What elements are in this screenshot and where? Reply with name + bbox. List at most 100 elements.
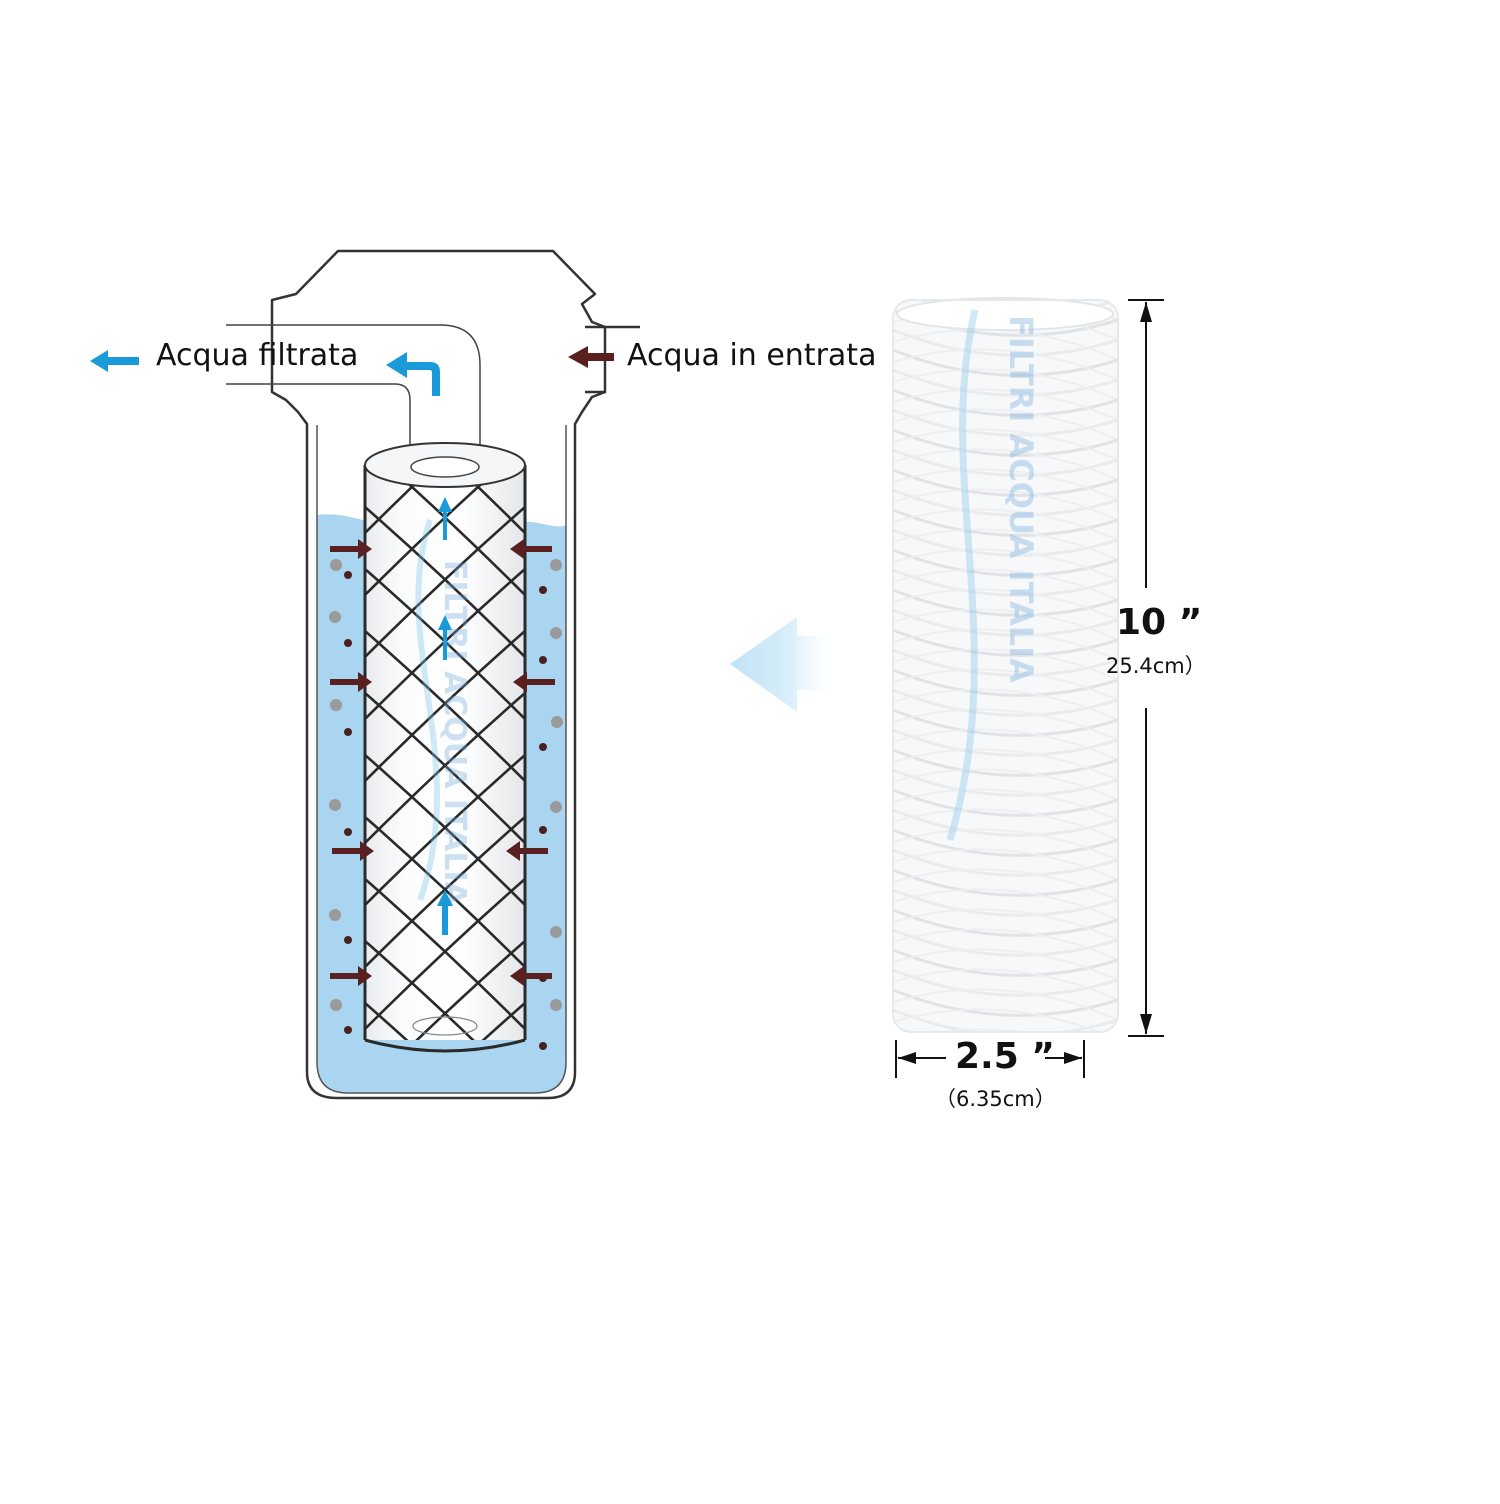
winding-strand	[893, 688, 1118, 721]
winding-strand	[893, 908, 1118, 941]
winding-strand	[893, 368, 1118, 397]
height-dimension	[1128, 299, 1164, 1037]
winding-strand	[893, 408, 1118, 441]
winding-strand	[893, 808, 1118, 841]
winding-strand	[893, 388, 1118, 421]
winding-strand	[893, 948, 1118, 981]
arrow-up-icon	[1140, 302, 1152, 322]
width-inch-label: 2.5 ”	[955, 1036, 1055, 1077]
winding-strand	[893, 908, 1118, 937]
winding-strand	[893, 688, 1118, 717]
winding-strand	[893, 328, 1118, 357]
winding-strand	[893, 848, 1118, 877]
winding-strand	[893, 788, 1118, 821]
watermark-right: FILTRI ACQUA ITALIA	[946, 309, 1040, 842]
winding-strand	[893, 928, 1118, 957]
mesh-strand	[365, 816, 525, 968]
mesh-strand	[365, 73, 525, 223]
watermark-left: FILTRI ACQUA ITALIA	[415, 519, 472, 906]
winding-strand	[893, 748, 1118, 781]
mesh-strand	[365, 259, 525, 409]
winding-strand	[893, 708, 1118, 737]
mesh-strand	[365, 506, 525, 658]
filter-cartridge	[363, 73, 527, 1339]
particles	[329, 559, 563, 1050]
up-arrow-icon	[438, 497, 452, 540]
winding-strand	[893, 368, 1118, 401]
outlet-pipe-outer	[226, 324, 481, 1040]
mesh-strand	[365, 465, 525, 534]
watermark-text-right: FILTRI ACQUA ITALIA	[1002, 315, 1040, 683]
arrow-left-icon	[510, 539, 552, 559]
mesh-strand	[365, 135, 525, 285]
winding-strand	[893, 728, 1118, 757]
housing-outline	[270, 249, 607, 1100]
winding-strand	[893, 448, 1118, 477]
winding-strand	[893, 928, 1118, 961]
winding-strand	[893, 988, 1118, 1021]
mesh-strand	[365, 1002, 525, 1040]
winding-strand	[893, 408, 1118, 437]
winding-strand	[893, 608, 1118, 641]
winding-strand	[893, 588, 1118, 621]
winding-strand	[893, 548, 1118, 581]
mesh-strand	[365, 1127, 525, 1277]
watermark-text-left: FILTRI ACQUA ITALIA	[437, 560, 472, 906]
winding-strand	[893, 768, 1118, 797]
winding-strand	[893, 468, 1118, 501]
cartridge-top-hole	[410, 456, 480, 478]
arrow-left-icon	[510, 966, 552, 986]
product-top	[896, 297, 1114, 331]
up-arrow-icon	[438, 615, 452, 660]
winding-strand	[893, 488, 1118, 521]
up-arrow-icon	[437, 890, 453, 935]
winding-strand	[893, 828, 1118, 861]
winding-strand	[893, 508, 1118, 537]
mesh-strand	[365, 630, 525, 782]
winding-strand	[893, 668, 1118, 701]
winding-strand	[893, 1008, 1118, 1032]
filtered-arrow-icon	[90, 350, 139, 372]
filtered-water-label: Acqua filtrata	[156, 338, 359, 373]
outlet-pipe-inner	[226, 383, 411, 1040]
winding-strand	[893, 708, 1118, 741]
outlet-bend-arrow-icon	[386, 352, 440, 396]
product-cartridge: FILTRI ACQUA ITALIA	[892, 297, 1119, 1033]
mesh-strand	[365, 135, 525, 285]
mesh-strand	[365, 259, 525, 409]
product-windings	[893, 300, 1118, 1032]
arrow-left-icon	[898, 1052, 916, 1064]
winding-strand	[893, 748, 1118, 777]
winding-strand	[893, 508, 1118, 541]
winding-strand	[893, 608, 1118, 637]
winding-strand	[893, 428, 1118, 457]
arrow-right-icon	[332, 841, 374, 861]
winding-strand	[893, 568, 1118, 597]
width-cm-label: （6.35cm）	[935, 1087, 1056, 1111]
mesh-strand	[365, 1189, 525, 1339]
direction-arrow-icon	[730, 617, 840, 712]
winding-strand	[893, 568, 1118, 601]
height-cm-label: 25.4cm）	[1106, 654, 1206, 678]
mesh-strand	[365, 1002, 525, 1040]
arrow-down-icon	[1140, 1014, 1152, 1034]
winding-strand	[893, 788, 1118, 817]
winding-strand	[893, 628, 1118, 657]
mesh-strand	[365, 465, 525, 534]
winding-strand	[893, 828, 1118, 857]
arrow-left-icon	[513, 672, 555, 692]
cartridge-mesh	[365, 73, 525, 1339]
inlet-water-label: Acqua in entrata	[627, 338, 877, 373]
winding-strand	[893, 428, 1118, 461]
winding-strand	[893, 348, 1118, 381]
winding-strand	[893, 728, 1118, 761]
winding-strand	[893, 388, 1118, 417]
winding-strand	[893, 528, 1118, 561]
winding-strand	[893, 348, 1118, 377]
mesh-strand	[365, 878, 525, 1030]
winding-strand	[893, 528, 1118, 557]
winding-strand	[893, 588, 1118, 617]
mesh-strand	[365, 940, 525, 1040]
cartridge-body	[365, 465, 525, 1040]
